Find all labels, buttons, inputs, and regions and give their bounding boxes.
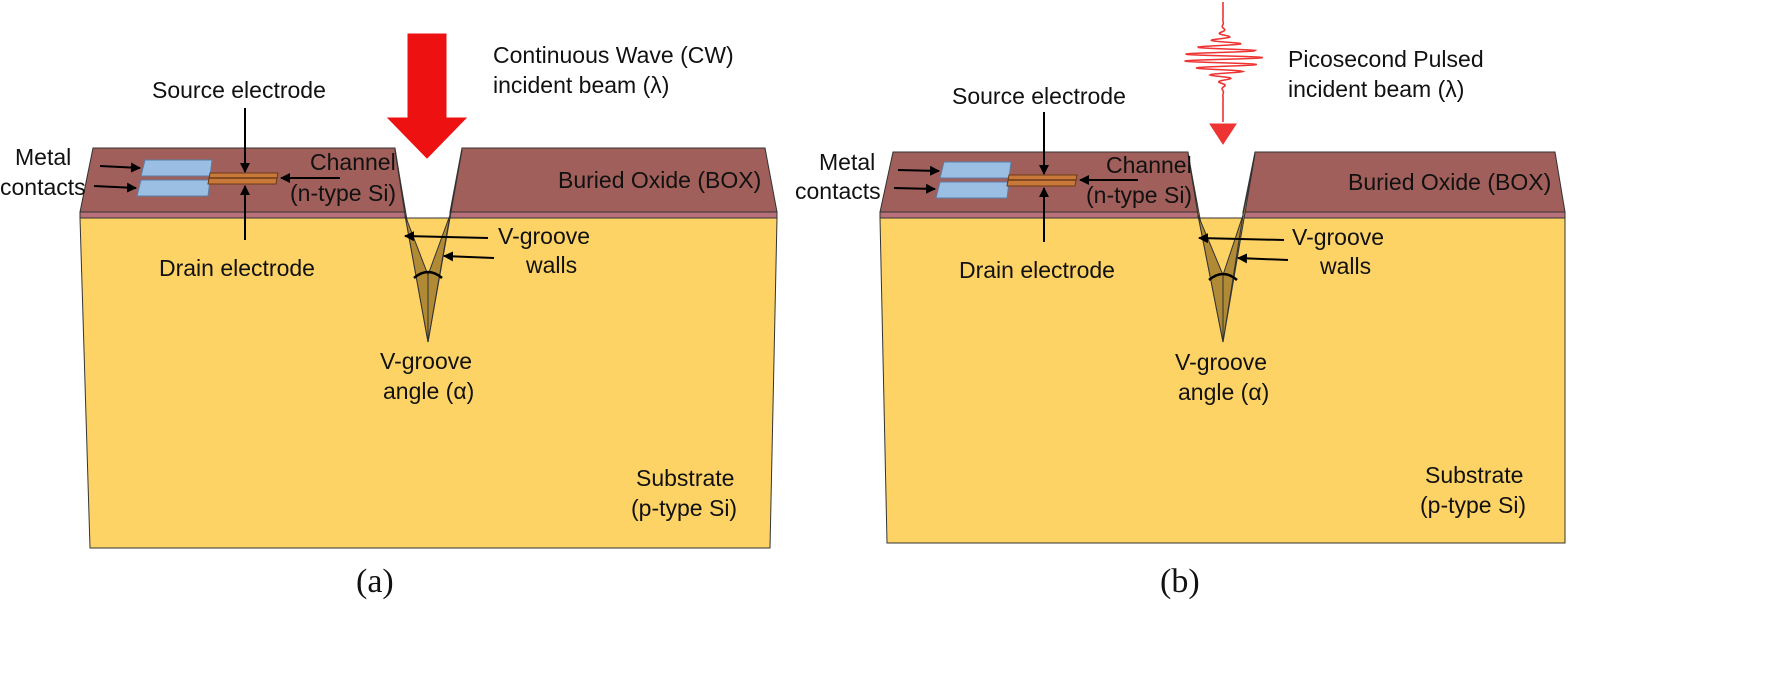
substrate-label-line2: (p-type Si) [1420, 492, 1526, 518]
cw-beam-arrow [386, 33, 468, 159]
beam-label-line2: incident beam (λ) [1288, 76, 1464, 102]
metal-arrow-top [897, 165, 940, 176]
substrate-label-line2: (p-type Si) [631, 495, 737, 521]
source-contact [939, 161, 1012, 179]
groove-angle-arc [413, 270, 443, 279]
beam-label-line1: Continuous Wave (CW) [493, 42, 734, 68]
source-contact [140, 159, 213, 177]
metal-contacts-label-line1: Metal [15, 144, 71, 170]
box-thin-layer-right [1242, 211, 1566, 219]
metal-arrow-top [99, 162, 141, 173]
walls-arrow-top [1198, 233, 1285, 244]
beam-label-line2: incident beam (λ) [493, 72, 669, 98]
beam-label-line1: Picosecond Pulsed [1288, 46, 1484, 72]
walls-arrow-top [404, 231, 489, 242]
channel-label-line1: Channel [310, 149, 396, 175]
box-thin-layer-left [79, 211, 406, 219]
pulsed-beam-arrowhead [1209, 123, 1237, 145]
metal-contacts-label-line2: contacts [795, 178, 881, 204]
angle-label-line1: V-groove [380, 348, 472, 374]
substrate-label-line1: Substrate [636, 465, 734, 491]
drain-electrode-label: Drain electrode [159, 255, 315, 281]
metal-contacts-label-line1: Metal [819, 149, 875, 175]
box-label: Buried Oxide (BOX) [558, 167, 761, 193]
box-label: Buried Oxide (BOX) [1348, 169, 1551, 195]
angle-label-line1: V-groove [1175, 349, 1267, 375]
walls-arrow-bottom [443, 251, 495, 262]
metal-arrow-bottom [93, 182, 137, 193]
drain-contact [136, 179, 211, 197]
drain-contact [935, 181, 1010, 199]
angle-label-line2: angle (α) [1178, 379, 1269, 405]
metal-arrow-bottom [893, 183, 936, 194]
walls-label-line2: walls [525, 252, 577, 278]
panel-a: Continuous Wave (CW) incident beam (λ) S… [0, 33, 778, 600]
groove-angle-arc [1208, 272, 1238, 281]
walls-label-line2: walls [1319, 253, 1371, 279]
channel-label-line2: (n-type Si) [290, 180, 396, 206]
walls-label-line1: V-groove [1292, 224, 1384, 250]
panel-b: Picosecond Pulsed incident beam (λ) Sour… [795, 2, 1566, 600]
drain-electrode-label: Drain electrode [959, 257, 1115, 283]
walls-arrow-bottom [1237, 253, 1289, 264]
substrate-label-line1: Substrate [1425, 462, 1523, 488]
angle-label-line2: angle (α) [383, 378, 474, 404]
panel-caption: (b) [1160, 563, 1200, 600]
panel-caption: (a) [356, 563, 394, 600]
walls-label-line1: V-groove [498, 223, 590, 249]
source-electrode-label: Source electrode [152, 77, 326, 103]
source-electrode-label: Source electrode [952, 83, 1126, 109]
metal-contacts-label-line2: contacts [0, 174, 86, 200]
channel-label-line1: Channel [1106, 152, 1192, 178]
box-thin-layer-right [449, 211, 778, 219]
channel-label-line2: (n-type Si) [1086, 182, 1192, 208]
pulsed-beam-wave [1184, 2, 1263, 122]
box-thin-layer-left [879, 211, 1199, 219]
